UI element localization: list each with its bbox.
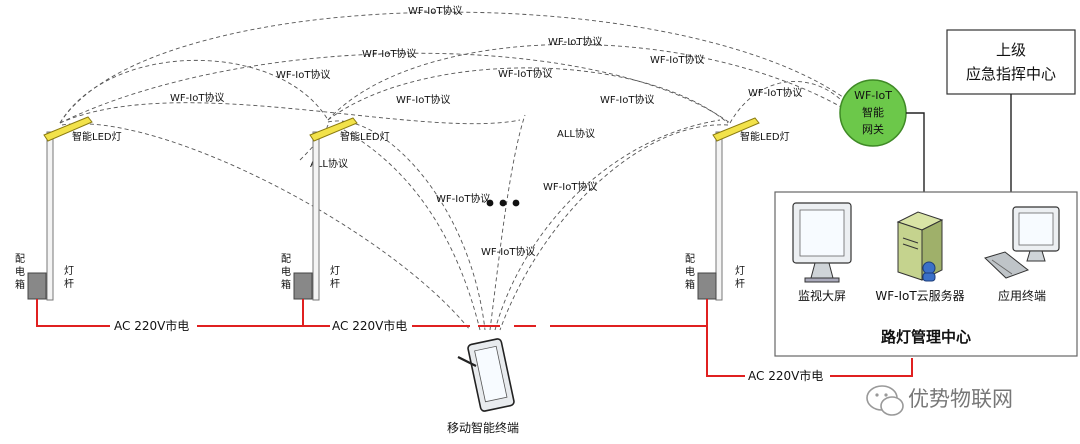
proto-label-8: WF-IoT协议 — [396, 93, 450, 106]
mobile-terminal-label: 移动智能终端 — [447, 420, 519, 435]
proto-label-12: WF-IoT协议 — [436, 192, 490, 205]
power-line-to-center — [706, 299, 745, 377]
protocol-labels: WF-IoT协议 WF-IoT协议 WF-IoT协议 WF-IoT协议 WF-I… — [170, 4, 802, 258]
management-center-label: 路灯管理中心 — [881, 328, 971, 346]
arc-lamp3-gateway — [729, 81, 851, 124]
upper-center-line-2: 应急指挥中心 — [966, 65, 1056, 83]
power-line-label-3: AC 220V市电 — [748, 368, 823, 383]
power-box-label-2: 配电箱 — [281, 253, 291, 291]
upper-command-center: 上级 应急指挥中心 — [946, 29, 1076, 192]
all-proto-label-1: ALL协议 — [557, 127, 595, 140]
lamp-pole — [46, 131, 54, 301]
power-box-label-3: 配电箱 — [685, 253, 695, 291]
gateway-label-line-3: 网关 — [862, 122, 884, 136]
power-line-to-center-2 — [830, 358, 913, 377]
watermark-text: 优势物联网 — [908, 387, 1013, 411]
arc-mobile-fan-3 — [334, 124, 481, 331]
led-lamp-head — [712, 117, 760, 142]
terminal-label: 应用终端 — [998, 288, 1046, 303]
arc-mobile-fan-1 — [489, 114, 526, 331]
lamp-label: 智能LED灯 — [740, 130, 790, 143]
pole-label-3: 灯杆 — [735, 265, 745, 290]
power-box — [27, 272, 47, 300]
power-lines: AC 220V市电 AC 220V市电 AC 220V市电 — [36, 299, 913, 383]
lamp-pole — [715, 131, 723, 301]
power-line-seg-1 — [36, 299, 110, 327]
power-box — [293, 272, 313, 300]
lamp-label: 智能LED灯 — [340, 130, 390, 143]
monitor-icon — [792, 202, 852, 283]
proto-label-4: WF-IoT协议 — [362, 47, 416, 60]
proto-label-7: WF-IoT协议 — [170, 91, 224, 104]
arc-lamp1-lamp2 — [59, 60, 329, 124]
arc-lamp2-mobile — [327, 120, 486, 331]
terminal-icon — [984, 206, 1060, 279]
arc-lamp2-gateway — [327, 43, 856, 121]
led-lamp-head — [309, 117, 358, 142]
vertical-labels: 配电箱 灯杆 配电箱 灯杆 配电箱 灯杆 — [15, 253, 745, 291]
proto-label-5: WF-IoT协议 — [498, 67, 552, 80]
upper-center-box — [946, 29, 1076, 95]
led-lamp-head — [43, 116, 93, 142]
arc-lamp1-lamp3 — [59, 52, 731, 124]
arc-lamp2-lamp3 — [327, 67, 729, 124]
server-label: WF-IoT云服务器 — [875, 288, 964, 303]
gateway-label-line-1: WF-IoT — [854, 89, 892, 102]
ellipsis-dots — [486, 199, 520, 207]
lamp-pole — [312, 131, 320, 301]
street-lamp-3: 智能LED灯 — [697, 117, 790, 301]
proto-label-3: WF-IoT协议 — [650, 53, 704, 66]
pole-label-1: 灯杆 — [64, 265, 74, 290]
power-line-label-2: AC 220V市电 — [332, 318, 407, 333]
iot-gateway: WF-IoT 智能 网关 — [839, 79, 925, 192]
wechat-watermark: 优势物联网 — [866, 385, 1013, 416]
monitor-label: 监视大屏 — [798, 288, 846, 303]
arc-lamp1-down — [61, 123, 471, 331]
mobile-terminal-icon — [457, 338, 515, 412]
arc-lamp1-mobile — [59, 102, 521, 125]
gateway-label-line-2: 智能 — [862, 105, 884, 119]
power-box-label-1: 配电箱 — [15, 253, 25, 291]
server-icon — [896, 211, 944, 282]
proto-label-11: WF-IoT协议 — [543, 180, 597, 193]
proto-label-10: WF-IoT协议 — [748, 86, 802, 99]
arc-lamp3-mobile — [499, 124, 729, 331]
lamp-label: 智能LED灯 — [72, 130, 122, 143]
power-box — [697, 272, 717, 300]
proto-label-2: WF-IoT协议 — [548, 35, 602, 48]
power-line-label-1: AC 220V市电 — [114, 318, 189, 333]
management-center: 监视大屏 WF-IoT云服务器 应用终端 路灯管理中心 — [774, 191, 1078, 357]
proto-label-13: WF-IoT协议 — [481, 245, 535, 258]
arc-lamp1-gateway — [59, 11, 861, 124]
street-lamp-2: 智能LED灯 — [293, 117, 390, 301]
pole-label-2: 灯杆 — [330, 265, 340, 290]
arc-mobile-fan-2 — [494, 119, 721, 331]
street-lamp-1: 智能LED灯 — [27, 116, 122, 301]
gateway-to-center-link — [906, 112, 925, 192]
proto-label-6: WF-IoT协议 — [276, 68, 330, 81]
proto-label-9: WF-IoT协议 — [600, 93, 654, 106]
upper-center-line-1: 上级 — [996, 41, 1026, 59]
proto-label-1: WF-IoT协议 — [408, 4, 462, 17]
